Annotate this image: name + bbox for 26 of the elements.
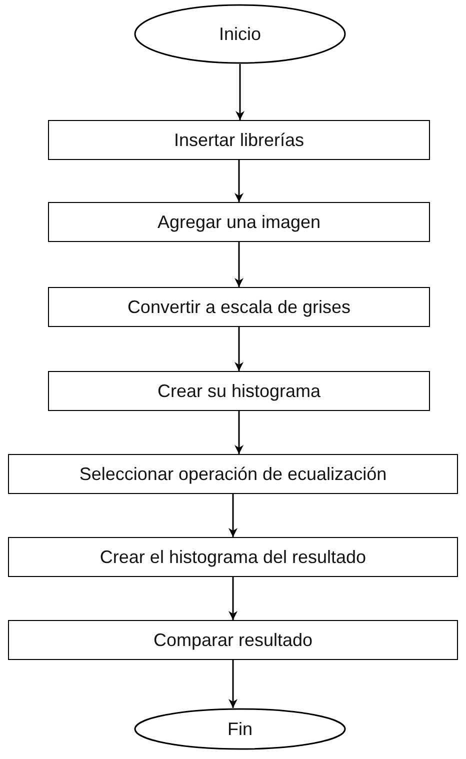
step-label: Seleccionar operación de ecualización	[79, 464, 387, 484]
step-label: Crear su histograma	[157, 380, 321, 402]
step-label: Convertir a escala de grises	[127, 296, 351, 318]
process-box	[48, 202, 430, 242]
arrow	[228, 660, 238, 708]
arrow	[234, 160, 244, 202]
step-label: Comparar resultado	[153, 630, 313, 650]
process-box	[8, 620, 458, 660]
process-box	[48, 120, 430, 160]
step-label: Inicio	[218, 24, 262, 44]
arrow	[234, 411, 244, 454]
step-label: Insertar librerías	[174, 130, 304, 150]
process-box	[8, 537, 458, 577]
arrow	[234, 242, 244, 287]
step-label: Agregar una imagen	[157, 212, 321, 232]
process-box	[48, 287, 430, 327]
arrow	[236, 64, 244, 120]
terminal-ellipse	[134, 708, 346, 750]
step-label: Fin	[227, 718, 252, 740]
process-box	[8, 454, 458, 494]
process-box	[48, 371, 430, 411]
step-label: Crear el histograma del resultado	[100, 546, 366, 568]
arrow	[228, 577, 238, 620]
arrow	[234, 327, 244, 371]
arrow	[228, 494, 238, 537]
terminal-ellipse	[134, 4, 346, 64]
